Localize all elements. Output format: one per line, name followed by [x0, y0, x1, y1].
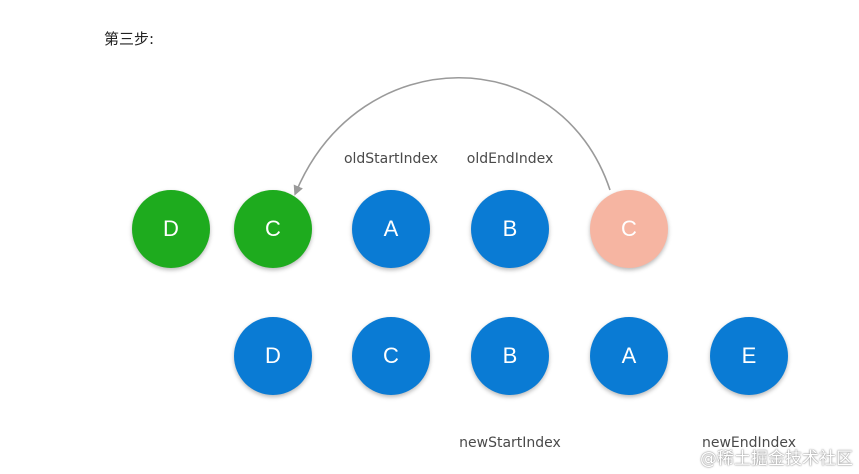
old-start-index-label: oldStartIndex: [343, 151, 439, 167]
new-node-3: B: [471, 317, 549, 395]
old-node-2: C: [234, 190, 312, 268]
old-node-4: B: [471, 190, 549, 268]
new-end-index-label: newEndIndex: [701, 435, 797, 451]
old-node-3-label: A: [383, 216, 399, 241]
old-node-1: D: [132, 190, 210, 268]
step-title: 第三步:: [104, 30, 155, 48]
new-node-2-label: C: [383, 343, 399, 368]
new-node-3-label: B: [502, 343, 518, 368]
old-end-index-label: oldEndIndex: [466, 151, 554, 167]
old-node-5: C: [590, 190, 668, 268]
old-node-2-label: C: [265, 216, 281, 241]
new-node-5-label: E: [741, 343, 757, 368]
old-node-3: A: [352, 190, 430, 268]
new-node-5: E: [710, 317, 788, 395]
new-node-4: A: [590, 317, 668, 395]
old-node-5-label: C: [621, 216, 637, 241]
old-node-4-label: B: [502, 216, 518, 241]
new-start-index-label: newStartIndex: [459, 435, 561, 451]
new-node-2: C: [352, 317, 430, 395]
old-node-1-label: D: [163, 216, 179, 241]
new-node-1-label: D: [265, 343, 281, 368]
move-arrow: [293, 77, 611, 196]
watermark: @稀土掘金技术社区: [700, 449, 853, 469]
new-node-4-label: A: [621, 343, 637, 368]
new-node-1: D: [234, 317, 312, 395]
